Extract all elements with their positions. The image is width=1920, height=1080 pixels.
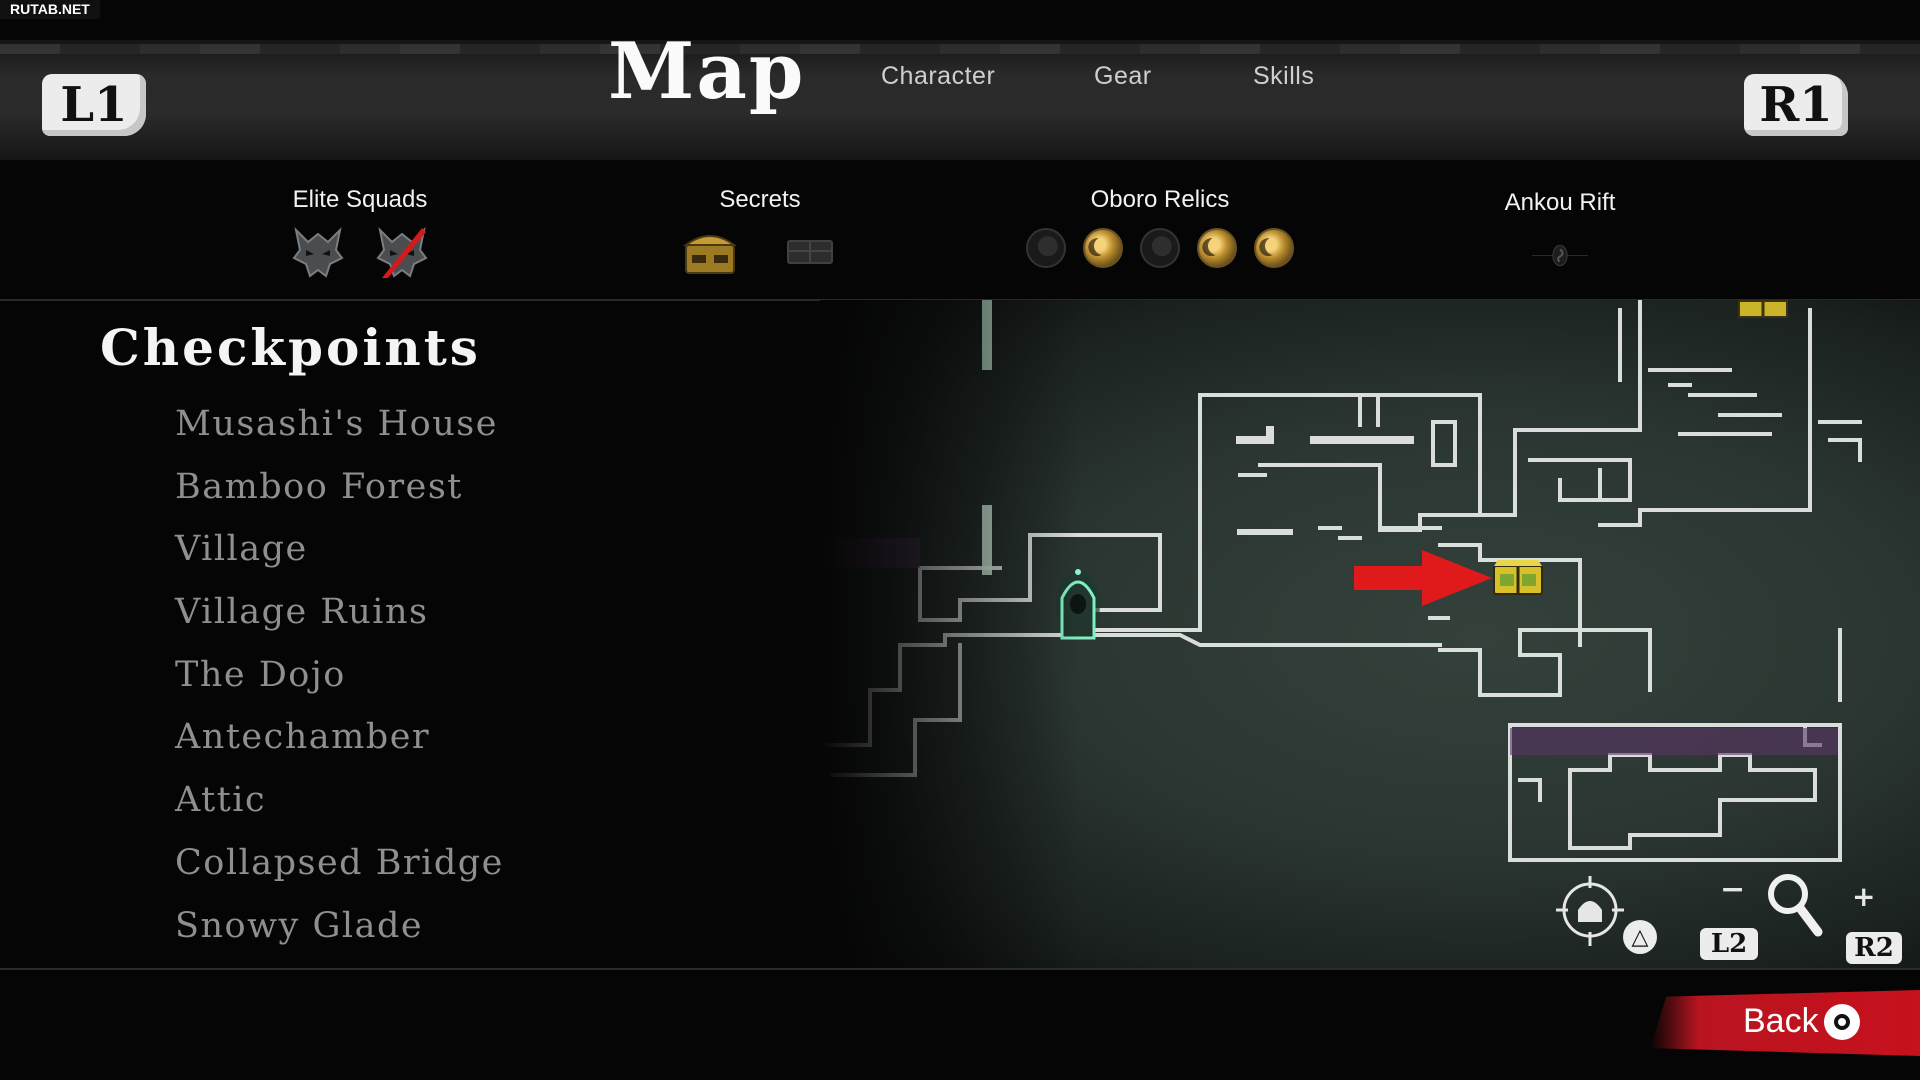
tab-gear[interactable]: Gear <box>1094 62 1152 90</box>
treasure-chest-icon[interactable] <box>1738 300 1788 318</box>
checkpoint-item[interactable]: Musashi's House <box>175 404 498 444</box>
recenter-crosshair-icon[interactable] <box>1548 874 1638 954</box>
back-brush-bar <box>1650 990 1920 1056</box>
checkpoint-item[interactable]: Attic <box>175 780 267 821</box>
oboro-relic-found-icon <box>1254 228 1294 268</box>
checkpoint-item[interactable]: Collapsed Bridge <box>175 842 504 883</box>
oboro-relic-found-icon <box>1197 228 1237 268</box>
checkpoint-item[interactable]: Antechamber <box>175 717 431 758</box>
demon-mask-icon <box>290 224 346 280</box>
r2-trigger-button[interactable]: R2 <box>1846 932 1902 964</box>
l1-shoulder-button[interactable]: L1 <box>42 74 146 136</box>
footer-divider <box>0 968 1920 970</box>
checkpoint-item[interactable]: Bamboo Forest <box>175 466 463 507</box>
elite-squads-group: Elite Squads <box>250 186 470 280</box>
red-arrow-pointer-icon <box>1354 550 1492 606</box>
treasure-chest-icon[interactable] <box>1492 560 1544 596</box>
circle-button-icon[interactable] <box>1824 1004 1860 1040</box>
header-brush-banner <box>0 40 1920 160</box>
tab-map-active[interactable]: Map <box>608 26 806 117</box>
ankou-rift-label: Ankou Rift <box>1504 189 1616 216</box>
checkpoint-item[interactable]: Village <box>175 529 308 570</box>
magnifier-zoom-icon[interactable] <box>1764 870 1826 940</box>
checkpoint-item[interactable]: Snowy Glade <box>175 905 424 946</box>
ankou-rift-group: Ankou Rift <box>1470 186 1650 283</box>
oboro-relic-found-icon <box>1083 228 1123 268</box>
elite-squads-label: Elite Squads <box>292 186 428 213</box>
oboro-relics-group: Oboro Relics <box>1020 186 1300 268</box>
checkpoint-item[interactable]: Village Ruins <box>175 592 429 633</box>
map-left-fade <box>820 300 1080 970</box>
tab-character[interactable]: Character <box>881 62 996 90</box>
triangle-button[interactable]: △ <box>1623 920 1657 954</box>
tab-skills[interactable]: Skills <box>1253 62 1315 90</box>
demon-mask-slashed-icon <box>374 224 430 280</box>
checkpoints-list: Musashi's House Bamboo Forest Village Vi… <box>175 404 504 968</box>
r1-shoulder-button[interactable]: R1 <box>1744 74 1848 136</box>
checkpoints-title: Checkpoints <box>100 318 481 377</box>
checkpoint-item[interactable]: The Dojo <box>175 654 346 695</box>
treasure-chest-found-icon <box>682 224 738 280</box>
secrets-label: Secrets <box>719 186 801 213</box>
rift-swirl-icon <box>1532 227 1588 283</box>
treasure-chest-empty-icon <box>782 224 838 280</box>
zoom-in-plus: + <box>1852 880 1876 913</box>
oboro-relics-label: Oboro Relics <box>1090 186 1230 213</box>
back-button[interactable]: Back <box>1743 1002 1819 1040</box>
oboro-relic-missing-icon <box>1140 228 1180 268</box>
l2-trigger-button[interactable]: L2 <box>1700 928 1758 960</box>
secrets-group: Secrets <box>660 186 860 280</box>
zoom-out-minus: − <box>1720 872 1746 907</box>
watermark: RUTAB.NET <box>0 0 100 19</box>
oboro-relic-missing-icon <box>1026 228 1066 268</box>
